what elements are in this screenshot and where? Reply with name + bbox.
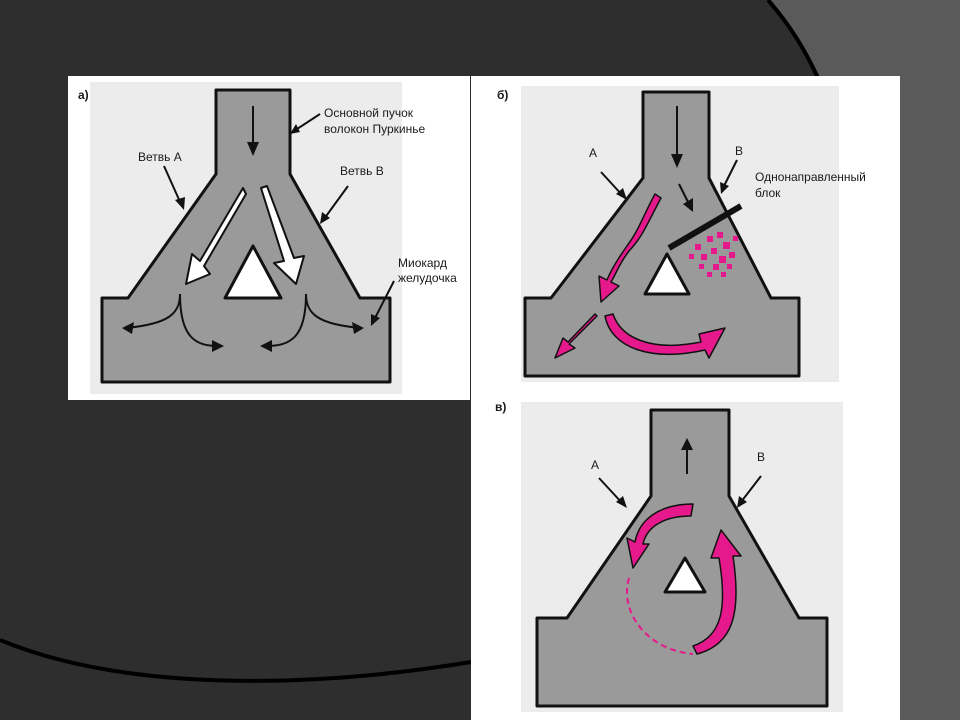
panel-b-diagram (521, 86, 839, 382)
panel-a-diagram (90, 82, 402, 394)
branch-b-label: Ветвь В (340, 164, 384, 178)
branch-b-label: В (757, 450, 766, 464)
panel-c-reentry: в) А В (471, 392, 900, 720)
branch-b-label: В (735, 144, 744, 158)
branch-a-label: А (589, 146, 598, 160)
unidirectional-block-label-line2: блок (755, 186, 781, 200)
myocardium-label-line2: желудочка (398, 271, 457, 285)
panel-c-tag: в) (495, 400, 507, 414)
panel-a-normal-conduction: а) Основной пучок волокон Пуркинье Ветвь… (68, 76, 470, 400)
main-bundle-label-line2: волокон Пуркинье (324, 122, 426, 136)
unidirectional-block-label-line1: Однонаправленный (755, 170, 866, 184)
panel-a-tag: а) (78, 88, 89, 102)
panel-b-unidirectional-block: б) А В Однонаправленный блок (471, 76, 900, 392)
panel-c-diagram (521, 402, 843, 712)
main-bundle-label-line1: Основной пучок (324, 106, 414, 120)
myocardium-label-line1: Миокард (398, 256, 447, 270)
branch-a-label: А (591, 458, 600, 472)
branch-a-label: Ветвь А (138, 150, 182, 164)
panel-b-tag: б) (497, 88, 509, 102)
